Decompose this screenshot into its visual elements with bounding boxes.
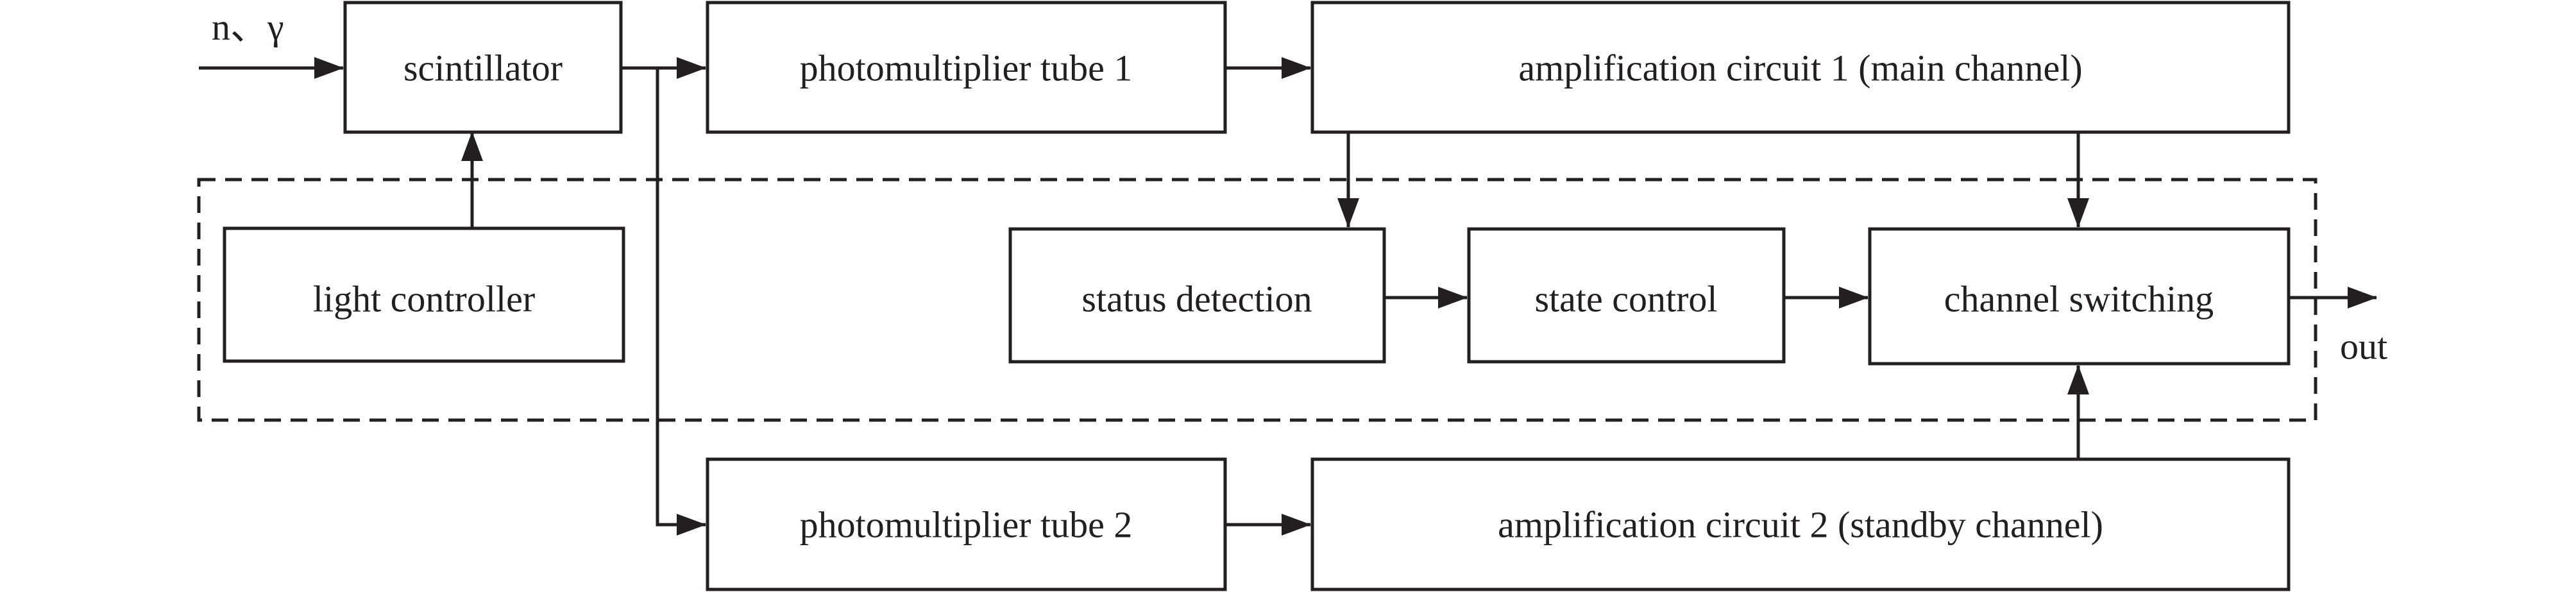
block-pmt1-label: photomultiplier tube 1 [800, 47, 1133, 89]
block-light-controller-label: light controller [313, 278, 535, 320]
block-pmt1: photomultiplier tube 1 [706, 1, 1227, 134]
connectors [199, 57, 2377, 536]
block-amp2-label: amplification circuit 2 (standby channel… [1498, 504, 2103, 546]
block-amp2: amplification circuit 2 (standby channel… [1310, 457, 2291, 591]
block-channel-switching-label: channel switching [1944, 278, 2214, 320]
block-channel-switching: channel switching [1868, 227, 2291, 366]
block-status-detection: status detection [1008, 227, 1386, 364]
block-pmt2: photomultiplier tube 2 [706, 457, 1227, 591]
block-state-control-label: state control [1534, 278, 1717, 320]
block-amp1-label: amplification circuit 1 (main channel) [1518, 47, 2082, 89]
block-status-detection-label: status detection [1081, 278, 1312, 320]
scintillator-to-pmt2-arrow [656, 68, 706, 536]
input-label: n、γ [212, 6, 284, 48]
output-label: out [2340, 326, 2387, 368]
block-scintillator-label: scintillator [403, 47, 563, 89]
block-state-control: state control [1467, 227, 1786, 364]
block-scintillator: scintillator [343, 1, 623, 134]
block-pmt2-label: photomultiplier tube 2 [800, 504, 1133, 546]
control-group-dashed-region [197, 178, 2318, 422]
block-light-controller: light controller [223, 226, 625, 363]
block-amp1: amplification circuit 1 (main channel) [1310, 1, 2291, 134]
